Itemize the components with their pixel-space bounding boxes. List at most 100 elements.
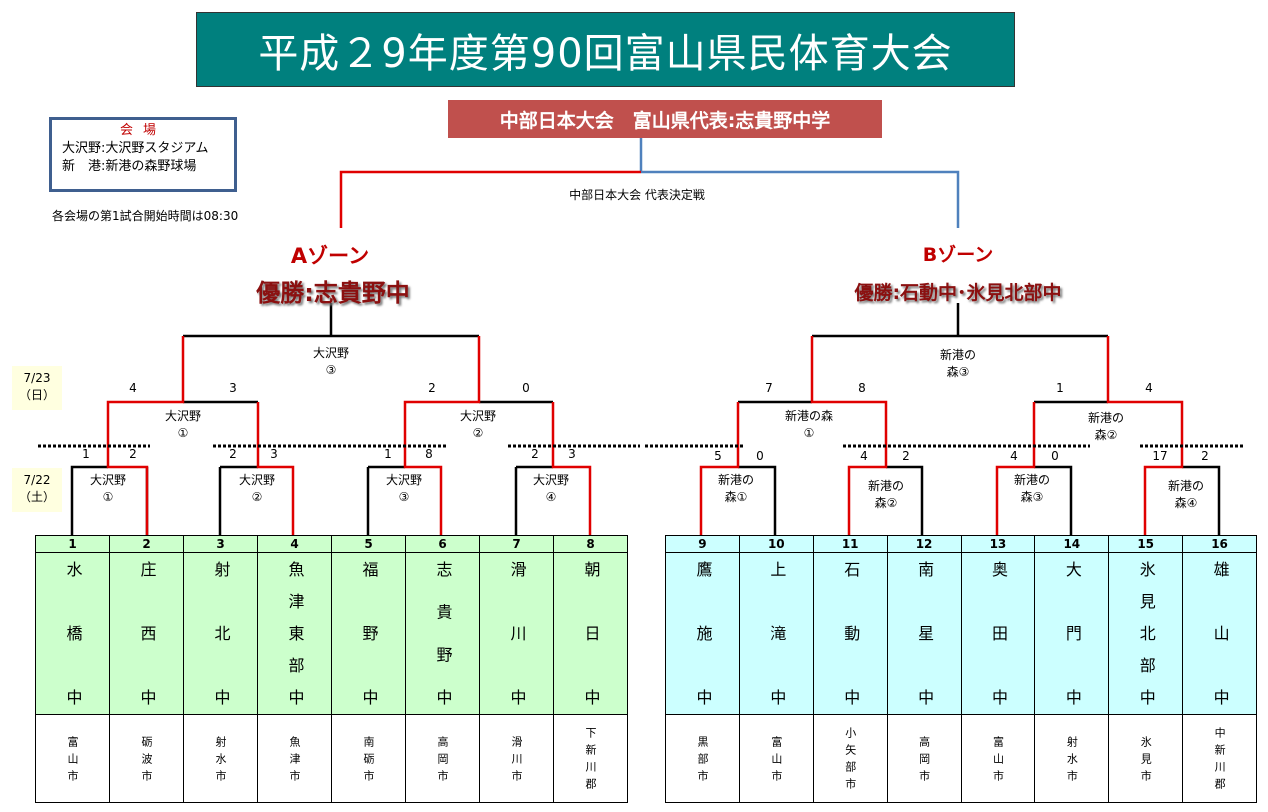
semi-venue: 新港の森② [1088,410,1124,444]
score: 3 [270,447,278,461]
team-name-cell: 鷹施中 [665,552,740,715]
team-name: 射北中 [211,561,231,713]
score: 2 [902,449,910,463]
team-city-row: 富山市 砺波市 射水市 魚津市 南砺市 高岡市 滑川市 下新川郡 [35,714,628,803]
zone-b-title: Bゾーン [922,244,994,266]
venue-name: 大沢野 [385,473,423,487]
venue-number: ② [251,490,263,504]
score: 8 [858,381,866,395]
venue-heading: 会場 [119,123,166,138]
team-name-row: 鷹施中上滝中石動中南星中奥田中大門中氷見北部中雄山中 [665,552,1257,715]
venue-number: 森③ [946,365,970,379]
team-name-cell: 大門中 [1034,552,1110,715]
venue-name: 大沢野 [238,473,276,487]
venue-number: ③ [325,363,337,377]
team-number: 9 [665,535,740,553]
team-number: 15 [1108,535,1184,553]
round1-venue: 新港の森② [868,478,904,512]
venue-number: ① [803,426,815,440]
venue-name: 新港の [1087,411,1125,425]
team-name-cell: 射北中 [183,552,258,715]
team-number: 12 [886,535,962,553]
venue-name: 新港の [867,479,905,493]
score: 4 [1010,449,1018,463]
team-number: 3 [183,535,258,553]
team-name-cell: 水橋中 [35,552,110,715]
date-text: 7/22 [23,473,51,487]
score: 5 [714,449,722,463]
team-city: 小矢部市 [843,727,857,795]
start-time-note: 各会場の第1試合開始時間は08:30 [52,209,239,223]
score: 2 [129,447,137,461]
team-name-cell: 氷見北部中 [1108,552,1184,715]
final-label: 中部日本大会 代表決定戦 [569,188,705,202]
team-city-cell: 南砺市 [331,714,406,803]
team-name-cell: 庄西中 [109,552,184,715]
page-title: 平成２9年度第90回富山県民体育大会 [196,12,1015,87]
score: 2 [1201,449,1209,463]
score: 2 [229,447,237,461]
team-name-cell: 南星中 [886,552,962,715]
weekday-text: （土） [18,490,55,504]
round1-venue: 新港の森④ [1168,478,1204,512]
team-city: 下新川郡 [584,727,597,795]
team-name: 奥田中 [988,561,1008,713]
team-name-cell: 志貴野中 [405,552,480,715]
venue-name: 大沢野 [312,346,350,360]
score: 0 [1051,449,1059,463]
score: 7 [765,381,773,395]
zone-b-lines [738,303,1221,535]
team-city-cell: 氷見市 [1108,714,1184,803]
venue-box: 会場 大沢野:大沢野スタジアム 新 港:新港の森野球場 [49,117,237,192]
team-name: 魚津東部中 [285,561,305,713]
score: 3 [229,381,237,395]
venue-number: ② [472,426,484,440]
zone-b-winner-lines [699,336,1184,535]
weekday-text: （日） [18,388,55,402]
team-number: 7 [479,535,554,553]
zone-a-title: Aゾーン [290,244,370,268]
team-number: 11 [812,535,888,553]
team-name-cell: 滑川中 [479,552,554,715]
team-name: 大門中 [1062,561,1082,713]
team-city: 射水市 [1065,735,1079,787]
score: 0 [756,449,764,463]
venue-number: 森① [724,490,748,504]
score: 0 [522,381,530,395]
team-number: 1 [35,535,110,553]
team-city-cell: 射水市 [183,714,258,803]
team-city: 魚津市 [288,735,301,787]
representative-banner: 中部日本大会 富山県代表:志貴野中学 [448,100,882,138]
team-name: 鷹施中 [693,561,713,713]
score: 4 [860,449,868,463]
team-city-cell: 下新川郡 [553,714,628,803]
team-city-cell: 高岡市 [405,714,480,803]
team-city: 射水市 [214,735,227,787]
team-name-row: 水橋中庄西中射北中魚津東部中福野中志貴野中滑川中朝日中 [35,552,628,715]
venue-name: 新港の [1167,479,1205,493]
team-city-row: 黒部市富山市小矢部市高岡市富山市射水市氷見市中新川郡 [665,714,1257,803]
zone-a-lines [70,303,553,535]
team-city: 黒部市 [695,735,709,787]
team-name: 庄西中 [137,561,157,713]
round1-venue: 新港の森③ [1014,472,1050,506]
team-number: 8 [553,535,628,553]
team-name: 氷見北部中 [1136,561,1156,713]
team-city: 砺波市 [140,735,153,787]
team-city-cell: 砺波市 [109,714,184,803]
team-number: 2 [109,535,184,553]
venue-name: 大沢野 [459,409,497,423]
venue-line: 大沢野:大沢野スタジアム [62,141,209,156]
venue-name: 大沢野 [89,473,127,487]
team-city: 滑川市 [510,735,523,787]
team-city: 高岡市 [436,735,449,787]
team-number: 6 [405,535,480,553]
team-name-cell: 朝日中 [553,552,628,715]
team-number: 14 [1034,535,1110,553]
team-city: 富山市 [66,735,79,787]
venue-number: 森② [1094,428,1118,442]
